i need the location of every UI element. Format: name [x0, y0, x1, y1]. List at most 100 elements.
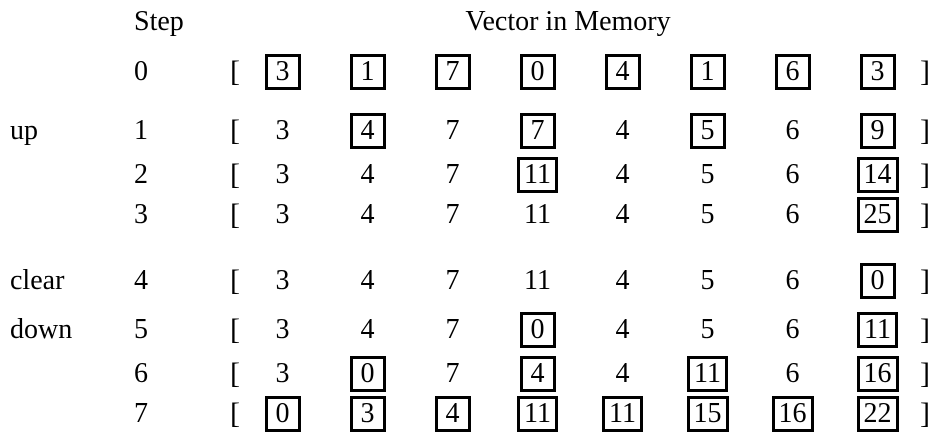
- boxed-value: 3: [349, 396, 386, 432]
- boxed-value: 16: [856, 356, 899, 392]
- step-number: 5: [134, 314, 148, 346]
- boxed-value: 4: [434, 396, 471, 432]
- value: 6: [785, 199, 800, 231]
- vector-cell: 7: [410, 263, 495, 298]
- vector-cell: 7: [410, 157, 495, 192]
- vector-cell: 4: [580, 197, 665, 232]
- open-bracket: [: [230, 357, 240, 391]
- vector-cell: 4: [580, 356, 665, 391]
- value: 6: [785, 115, 800, 147]
- boxed-value: 11: [687, 356, 728, 392]
- value: 4: [360, 199, 375, 231]
- open-bracket: [: [230, 264, 240, 298]
- boxed-value: 9: [859, 113, 896, 149]
- vector-cell: 0: [240, 396, 325, 432]
- boxed-value: 11: [602, 396, 643, 432]
- vector-cell: 16: [835, 356, 920, 392]
- boxed-value: 11: [517, 396, 558, 432]
- boxed-value: 3: [859, 54, 896, 90]
- vector-cell: 3: [240, 312, 325, 347]
- boxed-value: 11: [517, 157, 558, 193]
- vector-cell: 4: [325, 113, 410, 149]
- open-bracket: [: [230, 158, 240, 192]
- vector-cell: 25: [835, 197, 920, 233]
- value: 7: [445, 358, 460, 390]
- vector-cell: 11: [495, 396, 580, 432]
- value: 7: [445, 159, 460, 191]
- vector-cell: 3: [835, 54, 920, 90]
- vector-cell: 6: [750, 197, 835, 232]
- value: 4: [615, 265, 630, 297]
- vector-cell: 0: [495, 312, 580, 348]
- value: 7: [445, 314, 460, 346]
- vector-cell: 7: [410, 356, 495, 391]
- table-header: Step Vector in Memory: [0, 0, 941, 44]
- vector-cell: 3: [240, 113, 325, 148]
- vector-cell: 7: [410, 312, 495, 347]
- value: 7: [445, 115, 460, 147]
- vector-cell: 3: [240, 263, 325, 298]
- close-bracket: ]: [920, 264, 930, 298]
- vector-cell: 4: [580, 113, 665, 148]
- value: 4: [615, 159, 630, 191]
- boxed-value: 4: [604, 54, 641, 90]
- boxed-value: 22: [856, 396, 899, 432]
- vector-cell: 9: [835, 113, 920, 149]
- vector-cell: 4: [580, 54, 665, 90]
- vector-cell: 4: [580, 157, 665, 192]
- boxed-value: 15: [686, 396, 729, 432]
- value: 6: [785, 358, 800, 390]
- vector-cell: 0: [325, 356, 410, 392]
- vector-cell: 5: [665, 113, 750, 149]
- vector-cell: 1: [665, 54, 750, 90]
- step-number: 1: [134, 115, 148, 147]
- open-bracket: [: [230, 198, 240, 232]
- value: 3: [275, 358, 290, 390]
- vector-cell: 11: [495, 157, 580, 193]
- vector-cell: 11: [495, 263, 580, 298]
- vector-in-memory-header: Vector in Memory: [465, 6, 671, 38]
- step-number: 4: [134, 265, 148, 297]
- open-bracket: [: [230, 313, 240, 347]
- vector-cell: 15: [665, 396, 750, 432]
- vector-cell: 4: [410, 396, 495, 432]
- vector-cell: 4: [325, 263, 410, 298]
- vector-cell: 4: [325, 312, 410, 347]
- value: 5: [700, 199, 715, 231]
- vector-cell: 3: [240, 197, 325, 232]
- vector-cell: 0: [835, 263, 920, 299]
- value: 3: [275, 265, 290, 297]
- vector-cell: 22: [835, 396, 920, 432]
- boxed-value: 16: [771, 396, 814, 432]
- boxed-value: 5: [689, 113, 726, 149]
- boxed-value: 6: [774, 54, 811, 90]
- vector-cell: 6: [750, 263, 835, 298]
- vector-cell: 4: [580, 312, 665, 347]
- close-bracket: ]: [920, 313, 930, 347]
- value: 5: [700, 314, 715, 346]
- boxed-value: 25: [856, 197, 899, 233]
- step-number: 2: [134, 159, 148, 191]
- vector-cell: 4: [325, 157, 410, 192]
- phase-label: up: [10, 115, 38, 147]
- open-bracket: [: [230, 55, 240, 89]
- vector-cell: 4: [580, 263, 665, 298]
- boxed-value: 4: [519, 356, 556, 392]
- step-header: Step: [134, 6, 184, 38]
- phase-label: down: [10, 314, 73, 346]
- close-bracket: ]: [920, 198, 930, 232]
- vector-cell: 5: [665, 263, 750, 298]
- vector-cell: 14: [835, 157, 920, 193]
- vector-cell: 7: [410, 54, 495, 90]
- boxed-value: 7: [434, 54, 471, 90]
- vector-cell: 6: [750, 113, 835, 148]
- step-number: 0: [134, 56, 148, 88]
- open-bracket: [: [230, 114, 240, 148]
